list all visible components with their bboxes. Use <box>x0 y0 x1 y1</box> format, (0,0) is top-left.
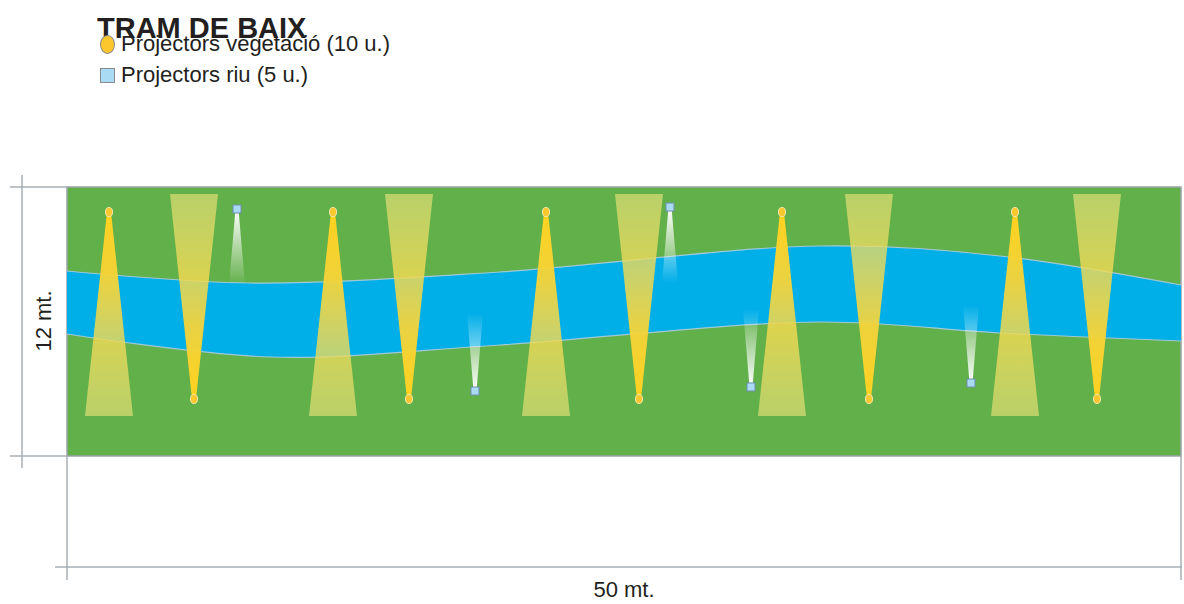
legend-text: Projectors riu (5 u.) <box>121 62 308 88</box>
light-beam <box>845 194 893 399</box>
legend-text: Projectors vegetació (10 u.) <box>121 31 390 57</box>
light-beam <box>385 194 433 399</box>
vegetation-projector <box>779 208 786 217</box>
river-projector <box>747 383 755 391</box>
legend-swatch <box>100 35 115 54</box>
legend-item: Projectors vegetació (10 u.) <box>100 31 390 57</box>
river-projector <box>967 379 975 387</box>
dimension-line <box>66 456 68 580</box>
vegetation-projector <box>866 395 873 404</box>
vegetation-projector <box>191 395 198 404</box>
light-beam <box>1073 194 1121 399</box>
vegetation-projector <box>406 395 413 404</box>
light-beam <box>522 212 570 416</box>
dimension-line <box>1180 456 1182 580</box>
vegetation-projector <box>1094 395 1101 404</box>
legend-item: Projectors riu (5 u.) <box>100 62 308 88</box>
vegetation-projector <box>330 208 337 217</box>
dimension-label: 12 mt. <box>31 290 57 351</box>
light-beam <box>743 309 759 387</box>
dimension-line <box>55 566 1182 568</box>
light-beam <box>309 212 357 416</box>
river-projector <box>471 387 479 395</box>
vegetation-projector <box>636 395 643 404</box>
vegetation-projector <box>543 208 550 217</box>
light-beam <box>963 305 979 383</box>
light-beam <box>229 209 245 285</box>
dimension-label: 50 mt. <box>593 577 654 603</box>
light-beam <box>758 212 806 416</box>
light-beam <box>85 212 133 416</box>
dimension-line <box>10 186 67 188</box>
light-beam <box>991 212 1039 416</box>
dimension-line <box>10 455 67 457</box>
vegetation-projector <box>106 208 113 217</box>
light-beam <box>662 207 678 283</box>
legend-swatch <box>100 68 115 83</box>
light-beam <box>467 313 483 391</box>
ground-area <box>67 187 1181 456</box>
river-projector <box>666 203 674 211</box>
light-beam <box>170 194 218 399</box>
river-projector <box>233 205 241 213</box>
light-beam <box>615 194 663 399</box>
vegetation-projector <box>1012 208 1019 217</box>
dimension-line <box>21 175 23 468</box>
